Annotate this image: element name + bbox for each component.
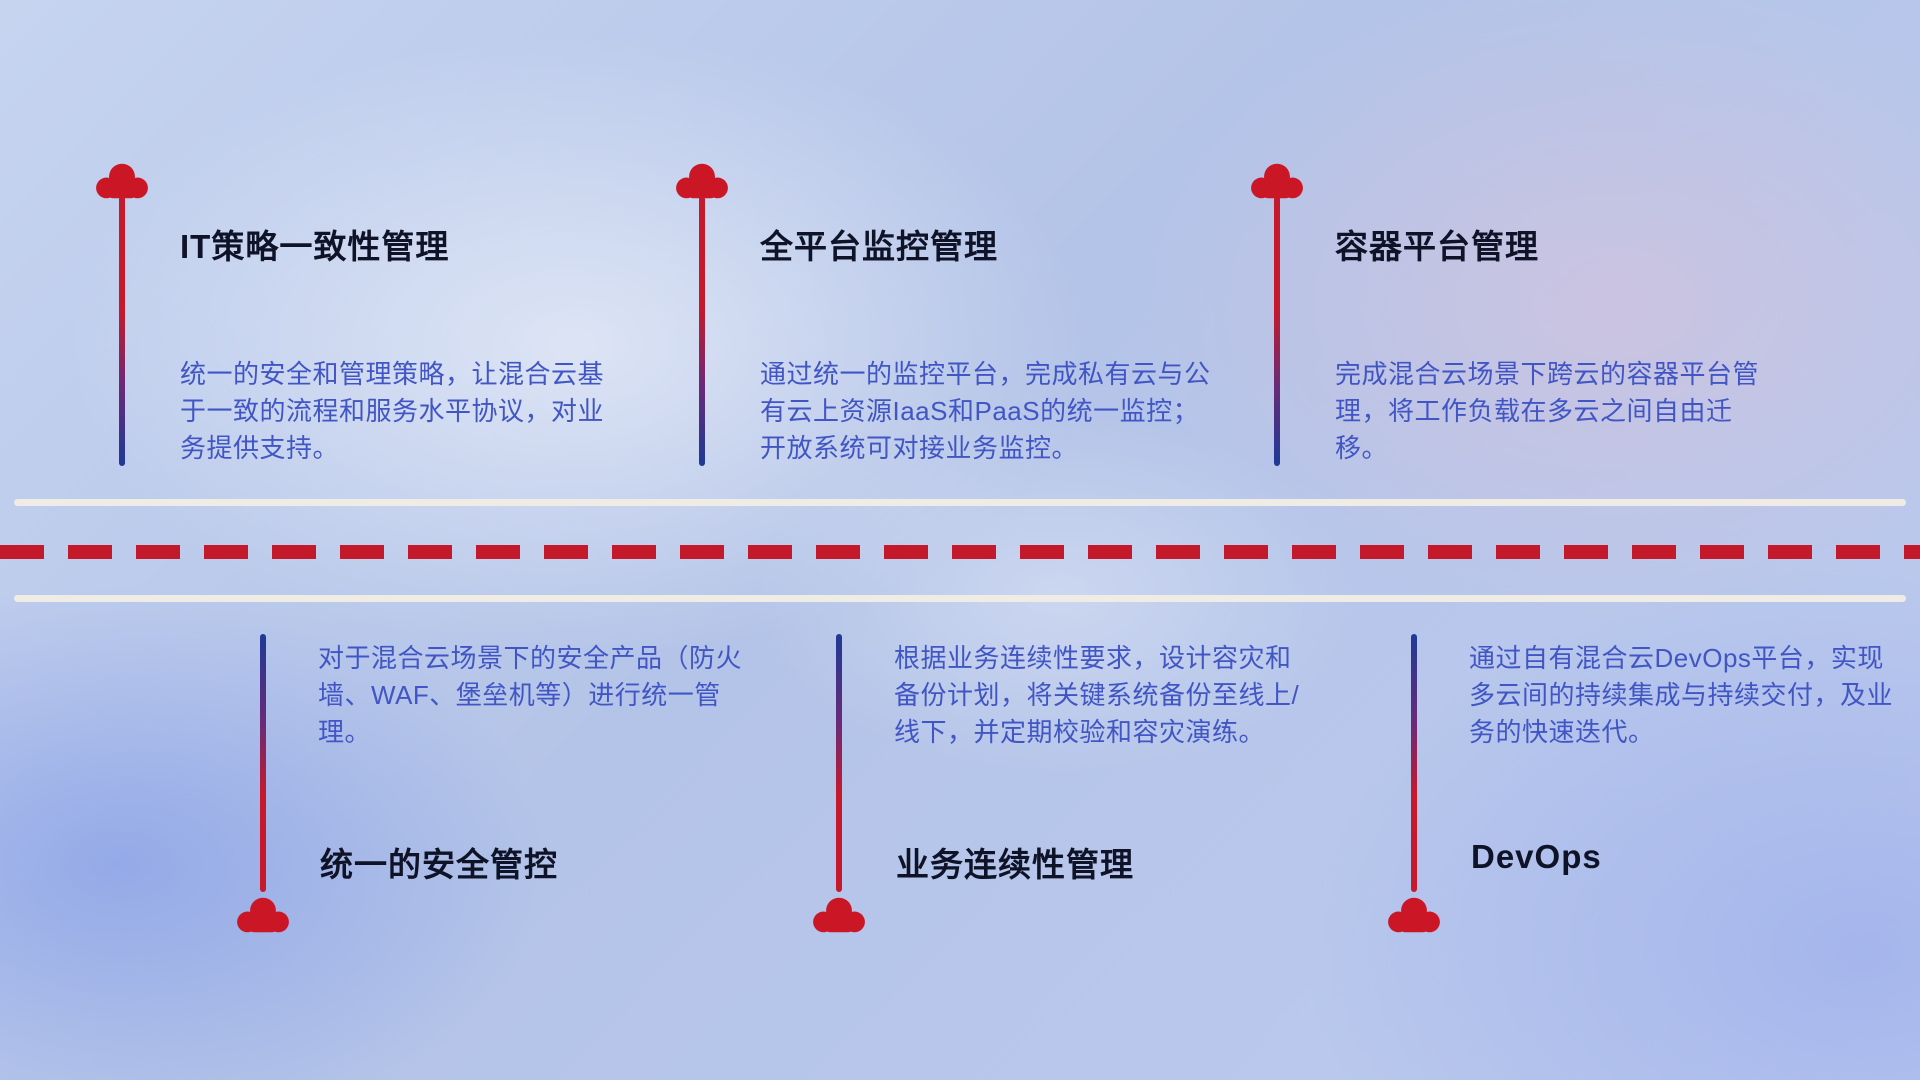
capability-title: IT策略一致性管理 (180, 228, 450, 265)
capability-title: 业务连续性管理 (896, 846, 1134, 883)
timeline-stem (260, 634, 266, 892)
road-line-top (14, 499, 1906, 506)
capability-title: 容器平台管理 (1335, 228, 1539, 265)
road-dashed-centerline (0, 545, 1920, 559)
cloud-icon (1386, 896, 1442, 934)
capability-description: 对于混合云场景下的安全产品（防火墙、WAF、堡垒机等）进行统一管理。 (318, 643, 743, 747)
cloud-icon (811, 896, 867, 934)
cloud-icon (235, 896, 291, 934)
capability-description: 根据业务连续性要求，设计容灾和备份计划，将关键系统备份至线上/线下，并定期校验和… (894, 643, 1300, 747)
cloud-icon (94, 162, 150, 200)
capability-description: 完成混合云场景下跨云的容器平台管理，将工作负载在多云之间自由迁移。 (1335, 359, 1760, 463)
cloud-icon (1249, 162, 1305, 200)
capability-description: 统一的安全和管理策略，让混合云基于一致的流程和服务水平协议，对业务提供支持。 (180, 359, 605, 463)
capability-title: 统一的安全管控 (320, 846, 558, 883)
capability-title: DevOps (1471, 838, 1602, 875)
timeline-stem (1274, 196, 1280, 466)
timeline-stem (836, 634, 842, 892)
road-line-bottom (14, 595, 1906, 602)
capability-description: 通过统一的监控平台，完成私有云与公有云上资源IaaS和PaaS的统一监控；开放系… (760, 359, 1211, 463)
capability-description: 通过自有混合云DevOps平台，实现多云间的持续集成与持续交付，及业务的快速迭代… (1469, 643, 1894, 747)
timeline-stem (1411, 634, 1417, 892)
cloud-icon (674, 162, 730, 200)
timeline-stem (119, 196, 125, 466)
capability-title: 全平台监控管理 (760, 228, 998, 265)
timeline-stem (699, 196, 705, 466)
